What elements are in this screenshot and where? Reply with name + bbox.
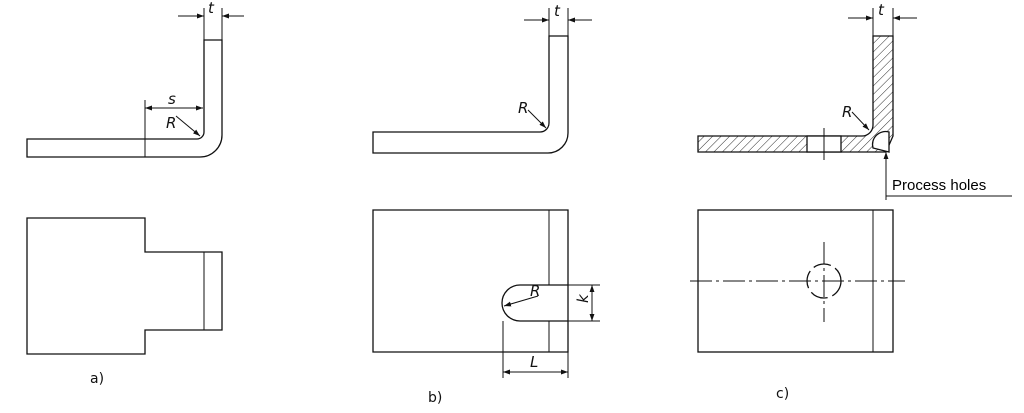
panel-a-s-label: s (168, 90, 176, 108)
panel-c-t-label: t (878, 1, 885, 19)
panel-a-r-label: R (166, 114, 176, 132)
panel-b: t R R k L b) (372, 2, 600, 406)
panel-a-bend-profile (26, 39, 223, 158)
panel-b-slot-r-label: R (530, 282, 540, 300)
panel-b-relief-slot (501, 284, 568, 322)
panel-c-process-hole-circle (806, 263, 842, 299)
panel-c-caption: c) (776, 386, 789, 402)
panel-c-bend-process-hole (871, 130, 890, 153)
panel-b-t-label: t (554, 2, 561, 20)
panel-a-caption: a) (90, 371, 104, 387)
panel-c-r-leader (851, 111, 870, 131)
process-holes-label: Process holes (892, 177, 986, 194)
panel-b-r-leader (527, 109, 547, 129)
panel-c-r-label: R (842, 103, 852, 121)
panel-b-k-label: k (574, 293, 592, 303)
panel-a: t s R a) (26, 0, 244, 387)
panel-a-t-label: t (208, 0, 215, 17)
panel-a-r-leader (175, 115, 201, 137)
panel-b-r-label: R (518, 99, 528, 117)
panel-b-caption: b) (428, 390, 442, 406)
panel-b-bend-profile (372, 35, 569, 154)
panel-c-bend-section (697, 35, 894, 153)
panel-b-top-view-outline (372, 209, 569, 353)
panel-a-top-view-outline (26, 217, 223, 355)
panel-b-slot-r-leader (503, 295, 539, 307)
panel-c: t R Process holes c) (690, 1, 1012, 402)
panel-b-l-label: L (530, 353, 538, 371)
